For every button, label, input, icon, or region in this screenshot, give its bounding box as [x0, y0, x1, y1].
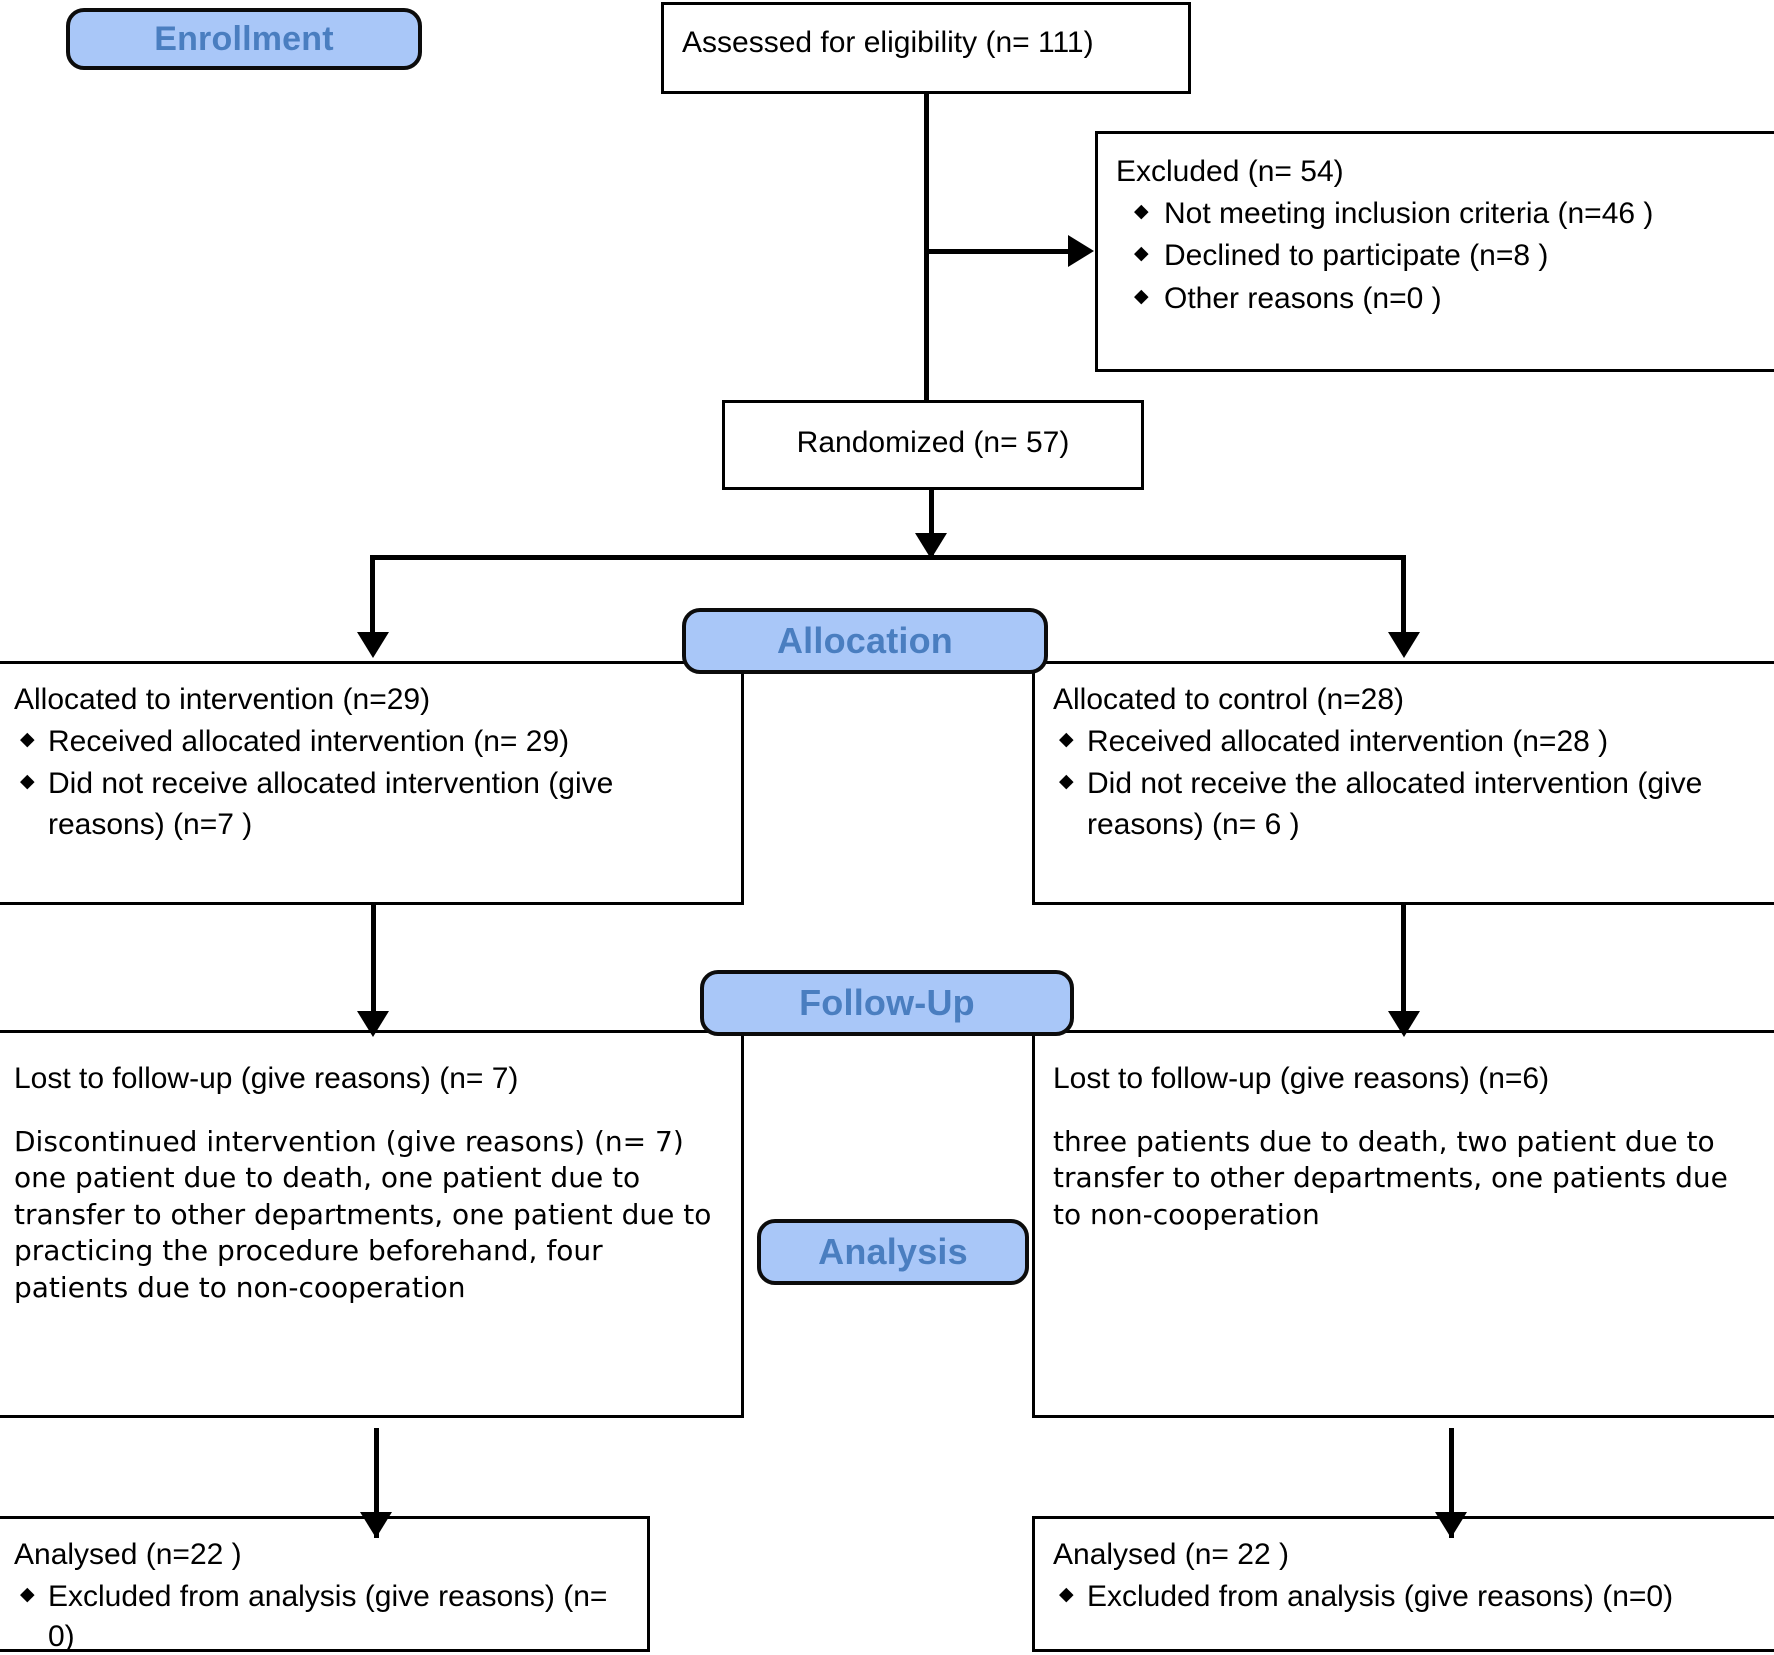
arrow-to-allocation-right: [1388, 632, 1420, 658]
list-item: Did not receive allocated intervention (…: [14, 764, 723, 844]
connector-allocation-left-to-followup: [371, 905, 376, 1029]
analysis-right-list: Excluded from analysis (give reasons) (n…: [1053, 1577, 1760, 1617]
box-allocated-control: Allocated to control (n=28) Received all…: [1032, 661, 1774, 905]
connector-to-excluded: [924, 249, 1072, 254]
list-item: Other reasons (n=0 ): [1116, 279, 1756, 319]
connector-allocation-right-to-followup: [1401, 905, 1406, 1029]
list-item: Not meeting inclusion criteria (n=46 ): [1116, 194, 1756, 234]
box-analysed-intervention: Analysed (n=22 ) Excluded from analysis …: [0, 1516, 650, 1655]
list-item: Did not receive the allocated interventi…: [1053, 764, 1760, 844]
followup-left-discontinued: Discontinued intervention (give reasons)…: [14, 1125, 712, 1304]
box-analysed-control: Analysed (n= 22 ) Excluded from analysis…: [1032, 1516, 1774, 1652]
followup-right-lost: Lost to follow-up (give reasons) (n=6): [1053, 1062, 1550, 1095]
box-randomized: Randomized (n= 57): [722, 400, 1144, 490]
box-excluded: Excluded (n= 54) Not meeting inclusion c…: [1095, 131, 1774, 372]
arrow-followup-left: [357, 1011, 389, 1037]
arrow-to-allocation-left: [357, 632, 389, 658]
allocation-left-list: Received allocated intervention (n= 29) …: [14, 722, 723, 845]
box-allocated-intervention: Allocated to intervention (n=29) Receive…: [0, 661, 744, 905]
box-followup-intervention: Lost to follow-up (give reasons) (n= 7) …: [0, 1030, 744, 1418]
arrow-analysis-right: [1435, 1512, 1467, 1538]
excluded-reason-list: Not meeting inclusion criteria (n=46 ) D…: [1116, 194, 1756, 319]
analysis-right-title: Analysed (n= 22 ): [1053, 1538, 1289, 1571]
analysis-left-title: Analysed (n=22 ): [14, 1538, 242, 1571]
followup-right-discontinued: three patients due to death, two patient…: [1053, 1125, 1728, 1231]
randomized-text: Randomized (n= 57): [796, 426, 1070, 459]
allocation-right-list: Received allocated intervention (n=28 ) …: [1053, 722, 1760, 845]
stage-label-analysis: Analysis: [757, 1219, 1029, 1285]
allocation-left-title: Allocated to intervention (n=29): [14, 683, 431, 716]
arrow-followup-right: [1388, 1011, 1420, 1037]
stage-label-followup-text: Follow-Up: [799, 982, 975, 1023]
connector-split-horizontal: [370, 555, 1406, 560]
arrow-randomized-split: [915, 533, 947, 559]
list-item: Excluded from analysis (give reasons) (n…: [1053, 1577, 1760, 1617]
followup-left-lost: Lost to follow-up (give reasons) (n= 7): [14, 1062, 519, 1095]
list-item: Declined to participate (n=8 ): [1116, 236, 1756, 276]
connector-split-right: [1401, 555, 1406, 637]
assessed-text: Assessed for eligibility (n= 111): [682, 26, 1094, 59]
stage-label-analysis-text: Analysis: [818, 1231, 968, 1272]
stage-label-followup: Follow-Up: [700, 970, 1074, 1036]
connector-followup-right-to-analysis: [1449, 1428, 1454, 1538]
stage-label-enrollment-text: Enrollment: [154, 19, 334, 58]
list-item: Received allocated intervention (n= 29): [14, 722, 723, 762]
box-assessed-for-eligibility: Assessed for eligibility (n= 111): [661, 2, 1191, 94]
connector-assessed-to-randomized: [924, 94, 929, 400]
connector-randomized-down: [929, 490, 934, 558]
connector-followup-left-to-analysis: [374, 1428, 379, 1538]
stage-label-enrollment: Enrollment: [66, 8, 422, 70]
box-followup-control: Lost to follow-up (give reasons) (n=6) t…: [1032, 1030, 1774, 1418]
stage-label-allocation: Allocation: [682, 608, 1048, 674]
list-item: Received allocated intervention (n=28 ): [1053, 722, 1760, 762]
allocation-right-title: Allocated to control (n=28): [1053, 683, 1405, 716]
analysis-left-list: Excluded from analysis (give reasons) (n…: [14, 1577, 629, 1655]
excluded-title: Excluded (n= 54): [1116, 155, 1344, 188]
arrow-to-excluded: [1068, 235, 1094, 267]
list-item: Excluded from analysis (give reasons) (n…: [14, 1577, 629, 1655]
stage-label-allocation-text: Allocation: [776, 620, 953, 661]
arrow-analysis-left: [360, 1512, 392, 1538]
connector-split-left: [370, 555, 375, 637]
